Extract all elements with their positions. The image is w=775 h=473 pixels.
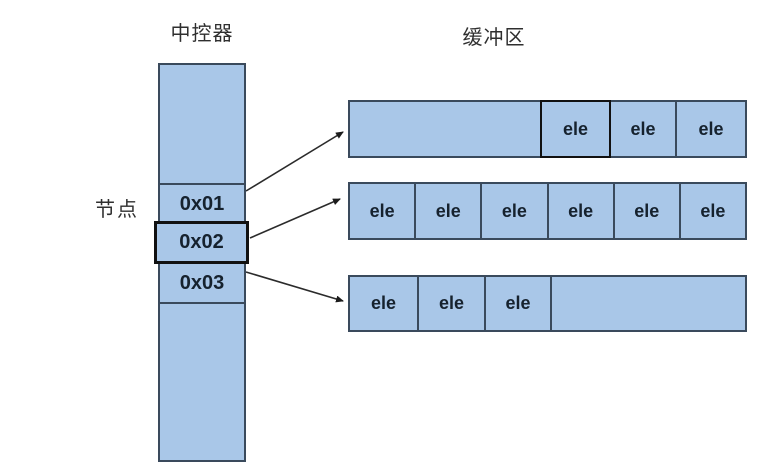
buffer-cell-ele: ele (675, 102, 745, 156)
buffer-cell-ele-highlighted: ele (540, 100, 611, 158)
buffer-row-3: ele ele ele (348, 275, 747, 332)
buffer-cell-ele: ele (369, 200, 395, 221)
buffer-row-1: ele ele ele (348, 100, 747, 158)
buffer-row-2: ele ele ele ele ele ele (348, 182, 747, 240)
controller-slot-0x01: 0x01 (158, 183, 246, 225)
arrow-0x01-to-buffer-1 (245, 131, 344, 192)
controller-slot-top (158, 63, 246, 185)
arrow-0x03-to-buffer-3 (245, 271, 344, 303)
buffer-cell-ele: ele (414, 184, 480, 238)
controller-slot-0x03: 0x03 (158, 262, 246, 304)
arrow-0x02-to-buffer-2 (249, 198, 341, 239)
buffer-cell-ele: ele (480, 184, 546, 238)
buffer-cell-ele: ele (609, 102, 675, 156)
buffer-cell-ele: ele (417, 277, 484, 330)
node-label: 节点 (95, 199, 139, 221)
buffer-cell-ele: ele (678, 184, 745, 238)
buffer-cell-ele: ele (484, 277, 550, 330)
controller-slot-0x02: 0x02 (154, 221, 249, 264)
controller-slot-bottom (158, 302, 246, 462)
buffer-title: 缓冲区 (462, 27, 526, 49)
buffer-cell-empty (350, 102, 540, 156)
buffer-cell-ele: ele (370, 293, 397, 313)
controller-title: 中控器 (170, 23, 234, 45)
buffer-cell-ele: ele (612, 184, 679, 238)
buffer-cell-empty (550, 277, 745, 330)
buffer-cell-ele: ele (546, 184, 613, 238)
